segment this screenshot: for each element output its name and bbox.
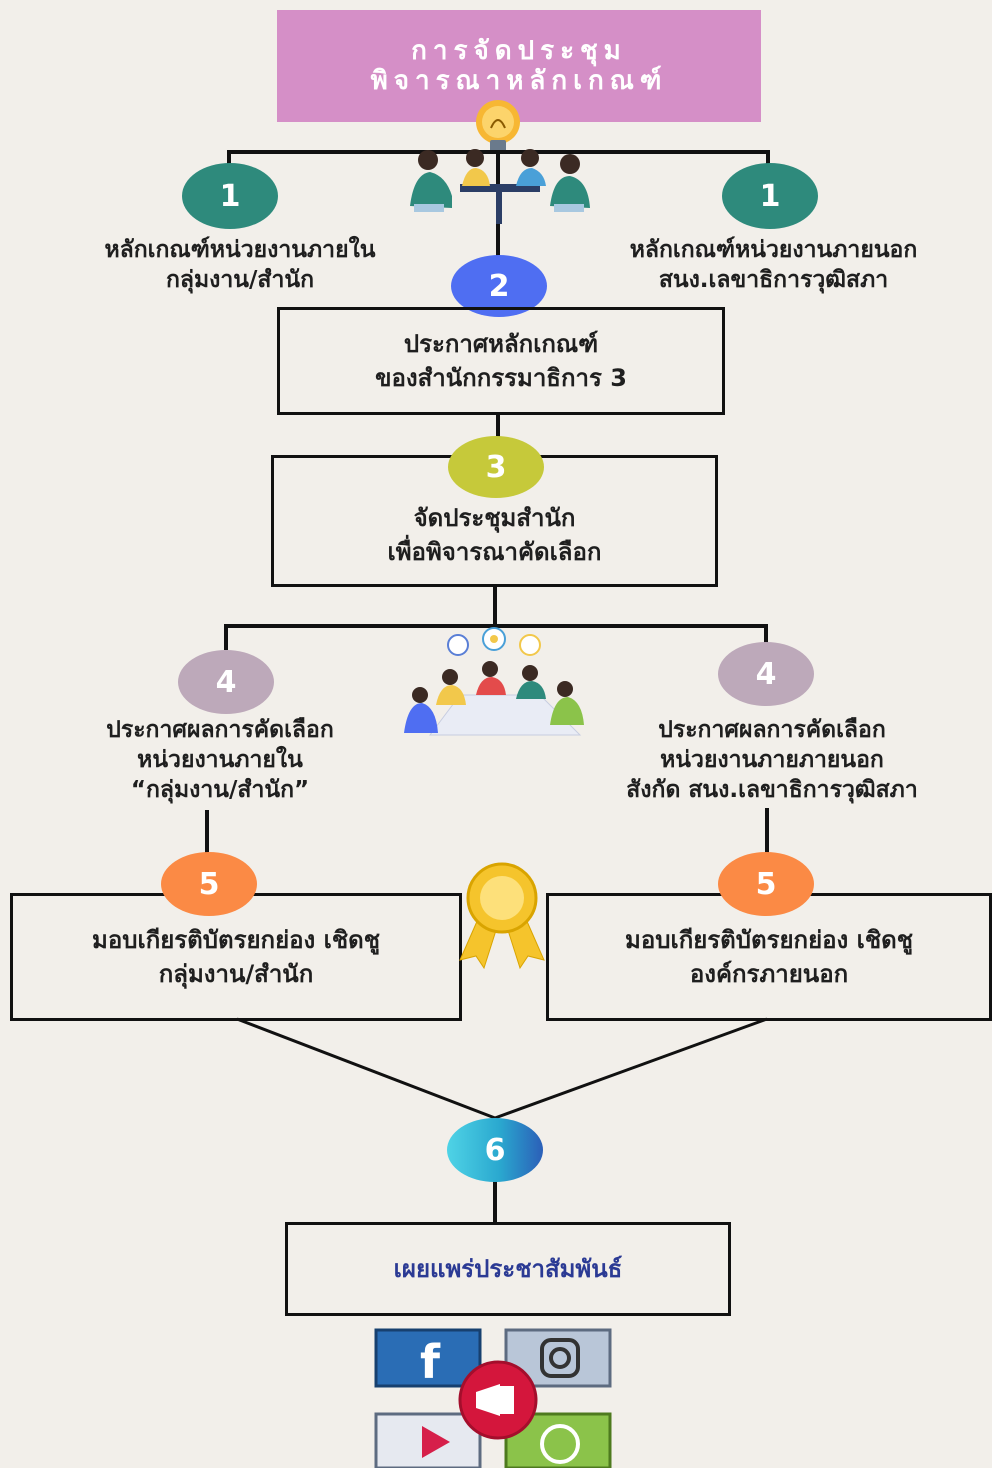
title-line-2: พิจารณาหลักเกณฑ์ — [370, 66, 668, 96]
step-2-badge: 2 — [451, 255, 547, 317]
step-5-left-badge: 5 — [161, 852, 257, 916]
youtube-icon — [374, 1412, 482, 1468]
step-6-badge: 6 — [447, 1118, 543, 1182]
step-6-box: เผยแพร่ประชาสัมพันธ์ — [285, 1222, 731, 1316]
step-1-right-line-1: หลักเกณฑ์หน่วยงานภายนอก — [629, 237, 918, 263]
svg-text:f: f — [420, 1335, 441, 1389]
step-6-label: เผยแพร่ประชาสัมพันธ์ — [393, 1255, 623, 1283]
step-2-box: ประกาศหลักเกณฑ์ ของสำนักกรรมาธิการ 3 — [277, 307, 725, 415]
meeting-people-icon — [410, 149, 590, 224]
social-media-group: f — [374, 1328, 612, 1468]
step-2-line-1: ประกาศหลักเกณฑ์ — [403, 330, 599, 358]
award-medal-icon — [459, 862, 545, 970]
facebook-icon: f — [374, 1328, 482, 1389]
step-1-left-line-2: กลุ่มงาน/สำนัก — [165, 267, 315, 293]
step-4-right-label: ประกาศผลการคัดเลือก หน่วยงานภายภายนอก สั… — [552, 715, 992, 805]
step-5-right-badge: 5 — [718, 852, 814, 916]
diagram-title: การจัดประชุม พิจารณาหลักเกณฑ์ — [277, 10, 761, 122]
step-5-left-line-2: กลุ่มงาน/สำนัก — [158, 960, 314, 988]
step-3-badge: 3 — [448, 436, 544, 498]
step-5-left-line-1: มอบเกียรติบัตรยกย่อง เชิดชู — [92, 926, 380, 954]
step-1-right-line-2: สนง.เลขาธิการวุฒิสภา — [658, 267, 889, 293]
step-4-left-line-2: หน่วยงานภายใน — [137, 747, 303, 773]
conference-table-icon — [404, 627, 584, 736]
step-1-right-badge: 1 — [722, 163, 818, 229]
title-line-1: การจัดประชุม — [411, 36, 627, 66]
step-4-left-badge: 4 — [178, 650, 274, 714]
step-4-right-line-1: ประกาศผลการคัดเลือก — [658, 717, 886, 743]
step-4-right-badge: 4 — [718, 642, 814, 706]
step-1-left-badge: 1 — [182, 163, 278, 229]
step-4-left-label: ประกาศผลการคัดเลือก หน่วยงานภายใน “กลุ่ม… — [40, 715, 400, 805]
lightbulb-icon — [476, 100, 520, 152]
step-5-right-line-2: องค์กรภายนอก — [689, 960, 849, 988]
step-2-line-2: ของสำนักกรรมาธิการ 3 — [375, 364, 627, 392]
step-1-left-line-1: หลักเกณฑ์หน่วยงานภายใน — [104, 237, 376, 263]
step-4-right-line-2: หน่วยงานภายภายนอก — [660, 747, 884, 773]
step-1-left-label: หลักเกณฑ์หน่วยงานภายใน กลุ่มงาน/สำนัก — [30, 235, 450, 295]
step-3-box: จัดประชุมสำนัก เพื่อพิจารณาคัดเลือก — [271, 455, 718, 587]
step-4-left-line-1: ประกาศผลการคัดเลือก — [106, 717, 334, 743]
step-5-right-line-1: มอบเกียรติบัตรยกย่อง เชิดชู — [625, 926, 913, 954]
step-1-right-label: หลักเกณฑ์หน่วยงานภายนอก สนง.เลขาธิการวุฒ… — [555, 235, 992, 295]
step-3-line-1: จัดประชุมสำนัก — [413, 504, 576, 532]
step-3-line-2: เพื่อพิจารณาคัดเลือก — [387, 538, 602, 566]
step-5-left-box: มอบเกียรติบัตรยกย่อง เชิดชู กลุ่มงาน/สำน… — [10, 893, 462, 1021]
step-4-left-line-3: “กลุ่มงาน/สำนัก” — [130, 777, 310, 803]
step-4-right-line-3: สังกัด สนง.เลขาธิการวุฒิสภา — [626, 777, 918, 803]
megaphone-icon — [458, 1360, 538, 1440]
